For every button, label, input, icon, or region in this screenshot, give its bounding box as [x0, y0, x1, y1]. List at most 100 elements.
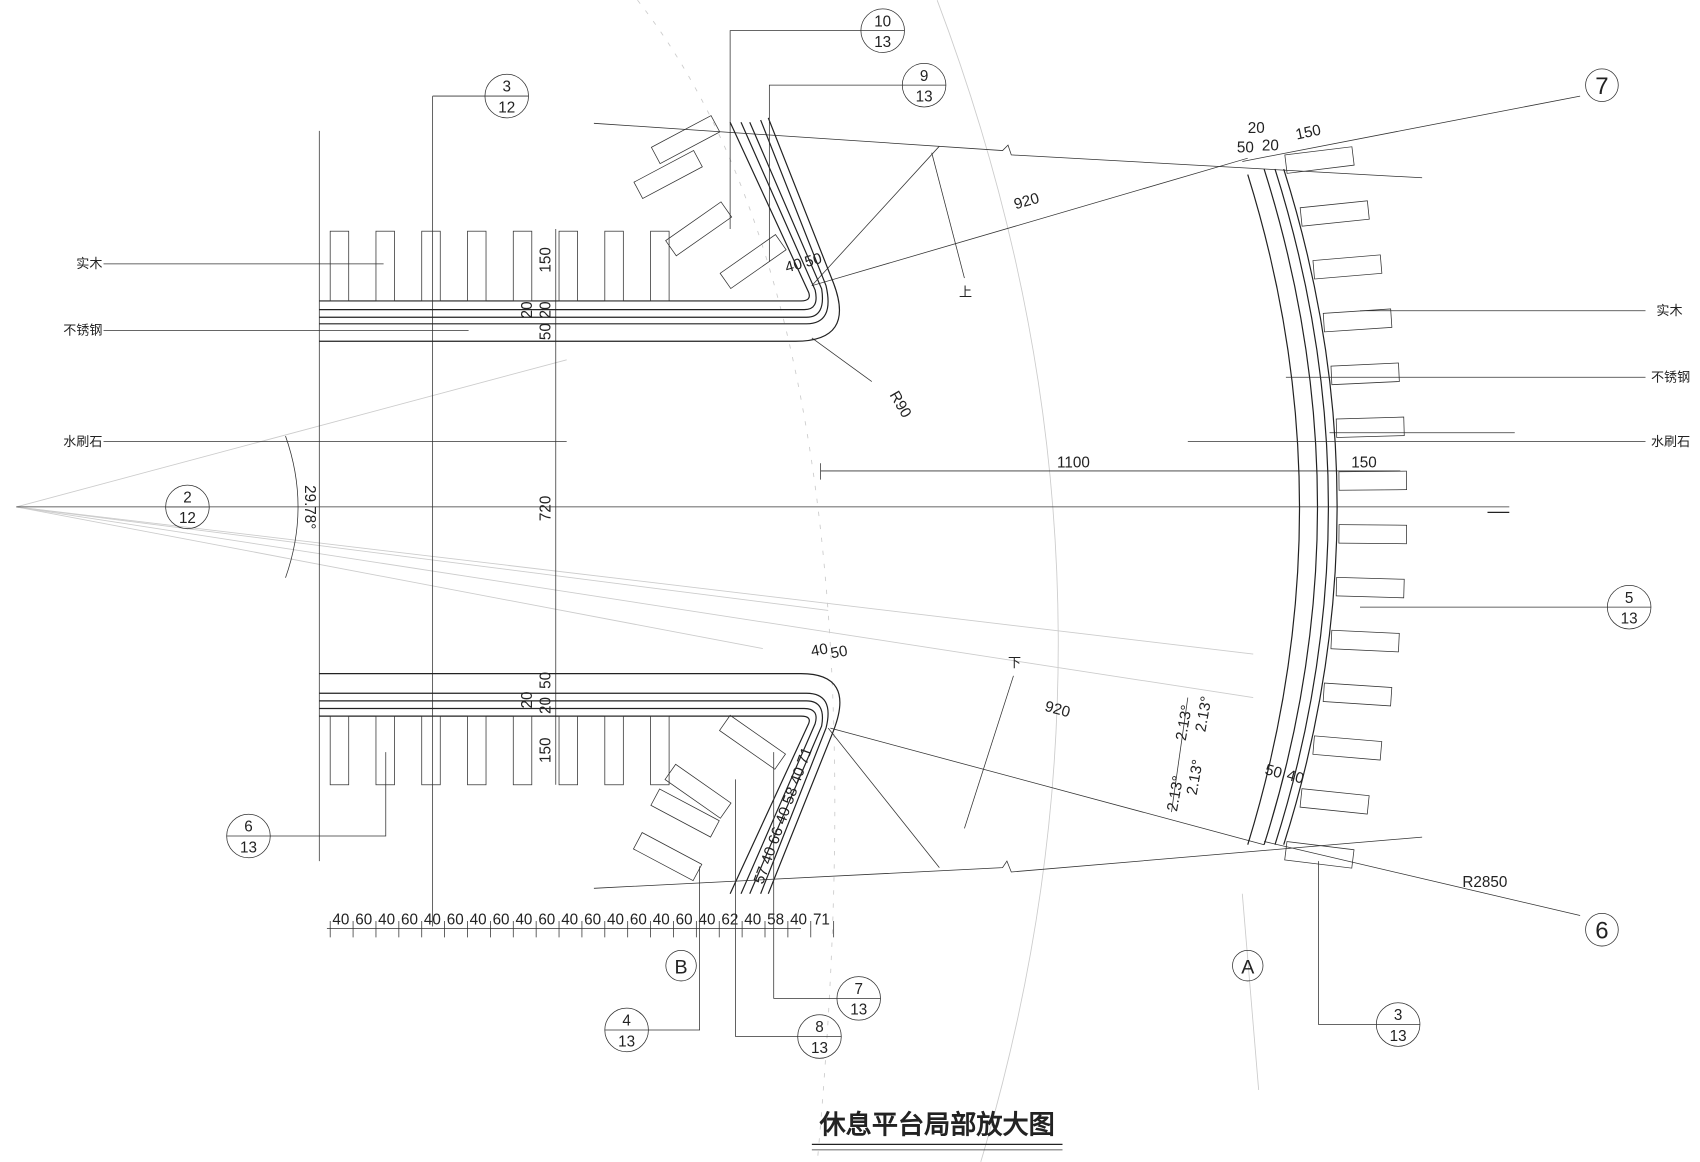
- dim-angle: 29.78°: [301, 485, 318, 529]
- bottom-dim-label: 40: [424, 911, 441, 928]
- dim-920-bottom: 920: [1043, 698, 1072, 721]
- bottom-dim-label: 60: [630, 911, 647, 928]
- picket: [719, 234, 787, 290]
- dim-angle-2: 2.13°: [1184, 758, 1207, 796]
- dim-150-top: 150: [537, 247, 554, 272]
- dim-angle-1: 2.13°: [1164, 775, 1187, 813]
- dim-40-bottom-r: 40: [1285, 767, 1306, 788]
- dim-40-bottom: 40: [810, 640, 830, 660]
- arrow-up-label: 上: [959, 285, 972, 300]
- guide-lines: [16, 95, 1581, 927]
- bottom-dim-label: 40: [378, 911, 395, 928]
- left-labels: 实木 不锈钢 水刷石: [63, 256, 567, 449]
- bottom-dim-label: 40: [332, 911, 349, 928]
- picket: [604, 230, 624, 302]
- label-stone-left: 水刷石: [63, 434, 102, 449]
- bottom-dim-label: 60: [493, 911, 510, 928]
- dim-40-top: 40: [783, 255, 804, 276]
- bottom-dim-label: 60: [584, 911, 601, 928]
- callout-detail-number: 4: [622, 1013, 631, 1030]
- label-wood-left: 实木: [76, 256, 102, 271]
- label-stone-right: 水刷石: [1651, 434, 1690, 449]
- picket: [1335, 577, 1405, 599]
- picket: [1338, 524, 1408, 545]
- bottom-dim-label: 40: [561, 911, 578, 928]
- label-steel-right: 不锈钢: [1651, 370, 1690, 385]
- dim-20b-right: 20: [1262, 138, 1279, 155]
- dim-150-right: 150: [1294, 122, 1322, 144]
- top-handrail: [319, 117, 841, 342]
- bottom-dim-label: 40: [515, 911, 532, 928]
- dim-50-bottom-l: 50: [537, 672, 554, 689]
- callout-detail-number: 8: [815, 1019, 823, 1036]
- bottom-dim-label: 60: [355, 911, 372, 928]
- callout-detail-number: 9: [920, 68, 928, 85]
- callout-detail-number: 3: [502, 79, 510, 96]
- picket: [329, 715, 350, 786]
- dim-1100: 1100: [1057, 455, 1090, 472]
- callout-b4-13: 413: [604, 866, 700, 1053]
- dim-150-mid: 150: [1351, 455, 1376, 472]
- callout-sheet-number: 13: [240, 839, 257, 856]
- picket: [664, 763, 732, 819]
- dim-50-top: 50: [537, 323, 554, 340]
- dim-r90: R90: [886, 388, 915, 421]
- callout-b9-13: 913: [768, 62, 947, 262]
- dim-20-bottom-a: 20: [519, 692, 536, 709]
- dim-angle-4: 2.13°: [1192, 695, 1215, 733]
- callout-detail-number: 5: [1625, 590, 1633, 607]
- bottom-dim-label: 60: [447, 911, 464, 928]
- right-handrail: [1247, 168, 1338, 845]
- picket: [633, 149, 703, 200]
- callout-sheet-number: 13: [811, 1040, 828, 1057]
- bottom-dim-label: 71: [813, 911, 830, 928]
- bottom-dim-label: 40: [744, 911, 761, 928]
- dimensions: 150 20 20 50 720 920 40 50 R90 20 50 20 …: [301, 120, 1507, 891]
- pickets: [329, 115, 1408, 882]
- dim-150-bottom: 150: [537, 738, 554, 763]
- picket: [650, 115, 721, 165]
- dim-angle-3: 2.13°: [1173, 704, 1196, 742]
- bottom-dim-label: 60: [676, 911, 693, 928]
- bottom-dim-label: 40: [790, 911, 807, 928]
- picket: [421, 715, 441, 786]
- callout-detail-number: 6: [244, 819, 252, 836]
- picket: [1299, 788, 1370, 815]
- dim-50-top-r: 50: [803, 250, 824, 271]
- bottom-dim-label: 60: [538, 911, 555, 928]
- picket: [650, 230, 670, 302]
- picket: [1299, 200, 1370, 227]
- picket: [1284, 841, 1355, 869]
- bottom-dim-label: 40: [699, 911, 716, 928]
- picket: [1338, 470, 1408, 491]
- callout-detail-number: 7: [854, 981, 862, 998]
- callout-sheet-number: 12: [179, 510, 196, 527]
- callout-detail-number: 2: [183, 490, 191, 507]
- picket: [1322, 682, 1393, 707]
- picket: [329, 230, 350, 302]
- dim-20-right: 20: [1248, 120, 1265, 137]
- callout-b5-13: 513: [1359, 584, 1652, 630]
- dim-20-bottom-b: 20: [537, 697, 554, 714]
- picket: [375, 230, 395, 302]
- bottom-dim-label: 40: [653, 911, 670, 928]
- construction-lines: [16, 0, 1260, 1162]
- callout-b2-12: 212: [165, 484, 210, 530]
- picket: [558, 715, 578, 786]
- picket: [467, 715, 487, 786]
- callout-b3-12: 312: [432, 73, 529, 119]
- picket: [718, 714, 787, 770]
- dim-920-top: 920: [1012, 190, 1041, 213]
- axis-6: 6: [1595, 917, 1608, 944]
- axis-7: 7: [1595, 73, 1608, 100]
- bottom-dim-label: 40: [607, 911, 624, 928]
- callout-sheet-number: 13: [618, 1033, 635, 1050]
- picket: [632, 832, 703, 882]
- bottom-dim-label: 40: [470, 911, 487, 928]
- picket: [1330, 362, 1400, 386]
- callout-detail-number: 3: [1394, 1007, 1402, 1024]
- picket: [1312, 735, 1383, 761]
